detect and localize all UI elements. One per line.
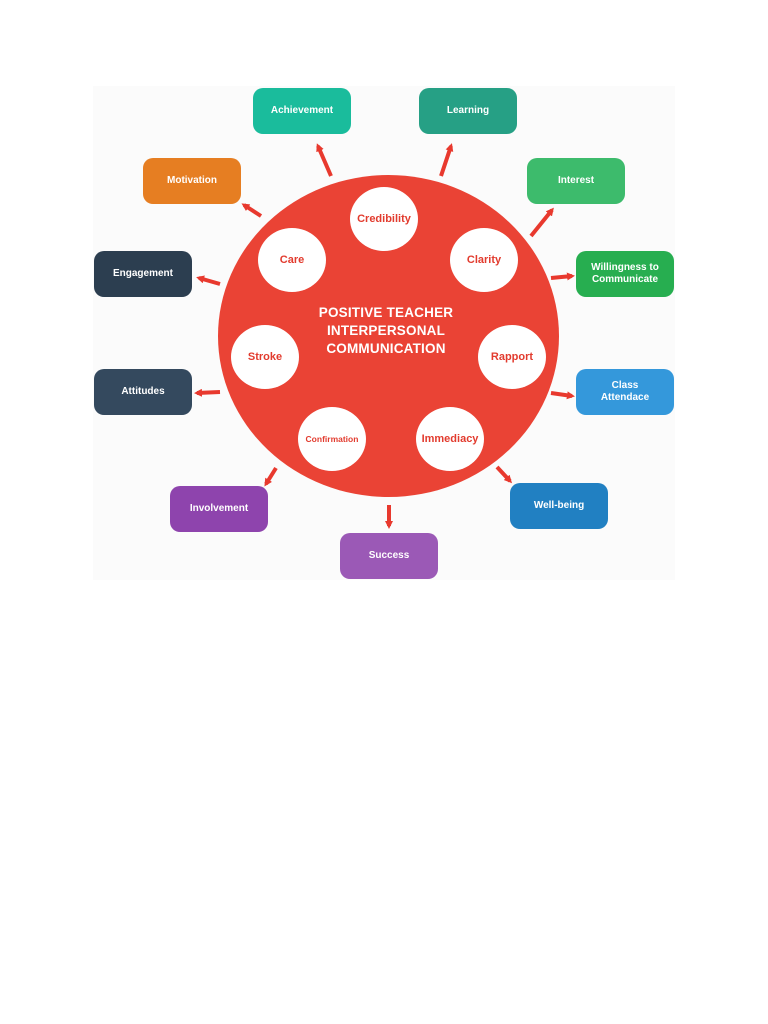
inner-item-rapport: Rapport [478,325,546,389]
center-title-line-2: INTERPERSONAL [326,323,446,338]
outcome-involvement: Involvement [170,486,268,532]
outcome-class-attendance-line-2: Attendace [600,392,650,403]
inner-item-confirmation: Confirmation [298,407,366,471]
arrow-engagement [196,275,221,286]
inner-item-credibility: Credibility [350,187,418,251]
arrow-willingness [550,272,575,281]
inner-item-immediacy: Immediacy [416,407,484,471]
inner-item-care: Care [258,228,326,292]
inner-item-stroke: Stroke [231,325,299,389]
arrow-involvement [264,466,278,487]
outcome-class-attendance: Class Attendace [576,369,674,415]
outcome-attitudes: Attitudes [94,369,192,415]
arrow-achievement [316,143,333,177]
outcome-class-attendance-line-1: Class [611,380,639,391]
outcome-motivation: Motivation [143,158,241,204]
center-title-line-3: COMMUNICATION [326,341,446,356]
outcome-willingness-line-1: Willingness to [591,262,659,273]
arrow-learning [439,143,454,177]
arrow-attitudes [194,388,221,397]
outcome-engagement: Engagement [94,251,192,297]
outcome-success: Success [340,533,438,579]
arrow-wellbeing [495,465,513,484]
outcome-willingness-line-2: Communicate [591,274,659,285]
center-title: POSITIVE TEACHER INTERPERSONAL COMMUNICA… [286,304,486,358]
center-title-line-1: POSITIVE TEACHER [318,305,454,320]
inner-item-clarity: Clarity [450,228,518,292]
outcome-interest: Interest [527,158,625,204]
outcome-willingness: Willingness to Communicate [576,251,674,297]
outcome-learning: Learning [419,88,517,134]
arrow-motivation [241,203,263,218]
outcome-achievement: Achievement [253,88,351,134]
arrow-class-attendance [550,391,575,400]
arrow-interest [529,207,554,238]
outcome-wellbeing: Well-being [510,483,608,529]
